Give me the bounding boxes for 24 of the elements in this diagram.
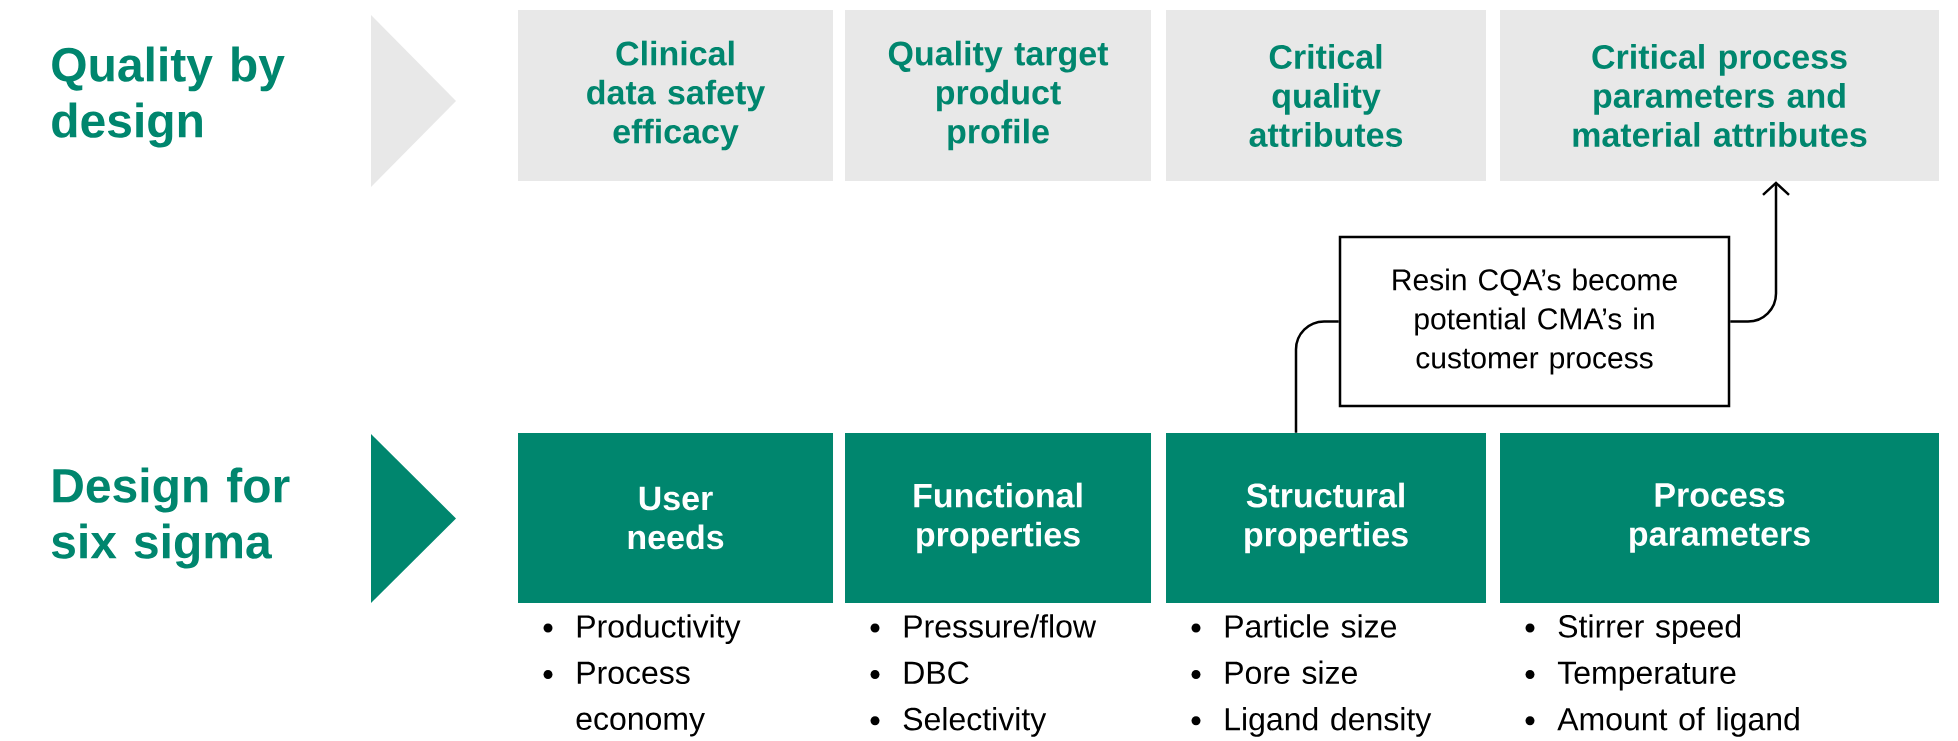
- step-box: Critical quality attributes: [1166, 10, 1486, 181]
- step-box: Functional properties: [845, 433, 1151, 603]
- bullet-item: Selectivity: [870, 707, 1047, 737]
- bullet-item: Productivity: [543, 614, 741, 645]
- step-box: Critical process parameters and material attributes: [1500, 10, 1939, 181]
- step-box: Quality target product profile: [845, 10, 1151, 181]
- bullet-item: Stirrer speed: [1525, 614, 1741, 645]
- callout-box: Resin CQA’s become potential CMA’s in customer process: [1338, 235, 1731, 408]
- row-label: Design for six sigma: [51, 467, 290, 569]
- bullet-item: Ligand density: [1191, 707, 1432, 737]
- bullet-item: Amount of ligand: [1525, 707, 1799, 737]
- bullet-item: Temperature: [1525, 661, 1736, 691]
- step-box: Clinical data safety efficacy: [518, 10, 833, 181]
- bullet-item: Pore size: [1191, 660, 1357, 685]
- step-box: User needs: [518, 433, 833, 603]
- step-box: Structural properties: [1166, 433, 1486, 603]
- step-box: Process parameters: [1500, 433, 1939, 603]
- row-label: Quality by design: [52, 46, 285, 148]
- connector-arrow: [1730, 181, 1790, 323]
- chevron-shape: [371, 434, 456, 603]
- bullet-item: Particle size: [1191, 614, 1397, 638]
- bullet-item: Pressure/flow: [870, 614, 1097, 638]
- bullet-item: Process economy: [543, 661, 705, 737]
- bullet-item: DBC: [870, 661, 969, 685]
